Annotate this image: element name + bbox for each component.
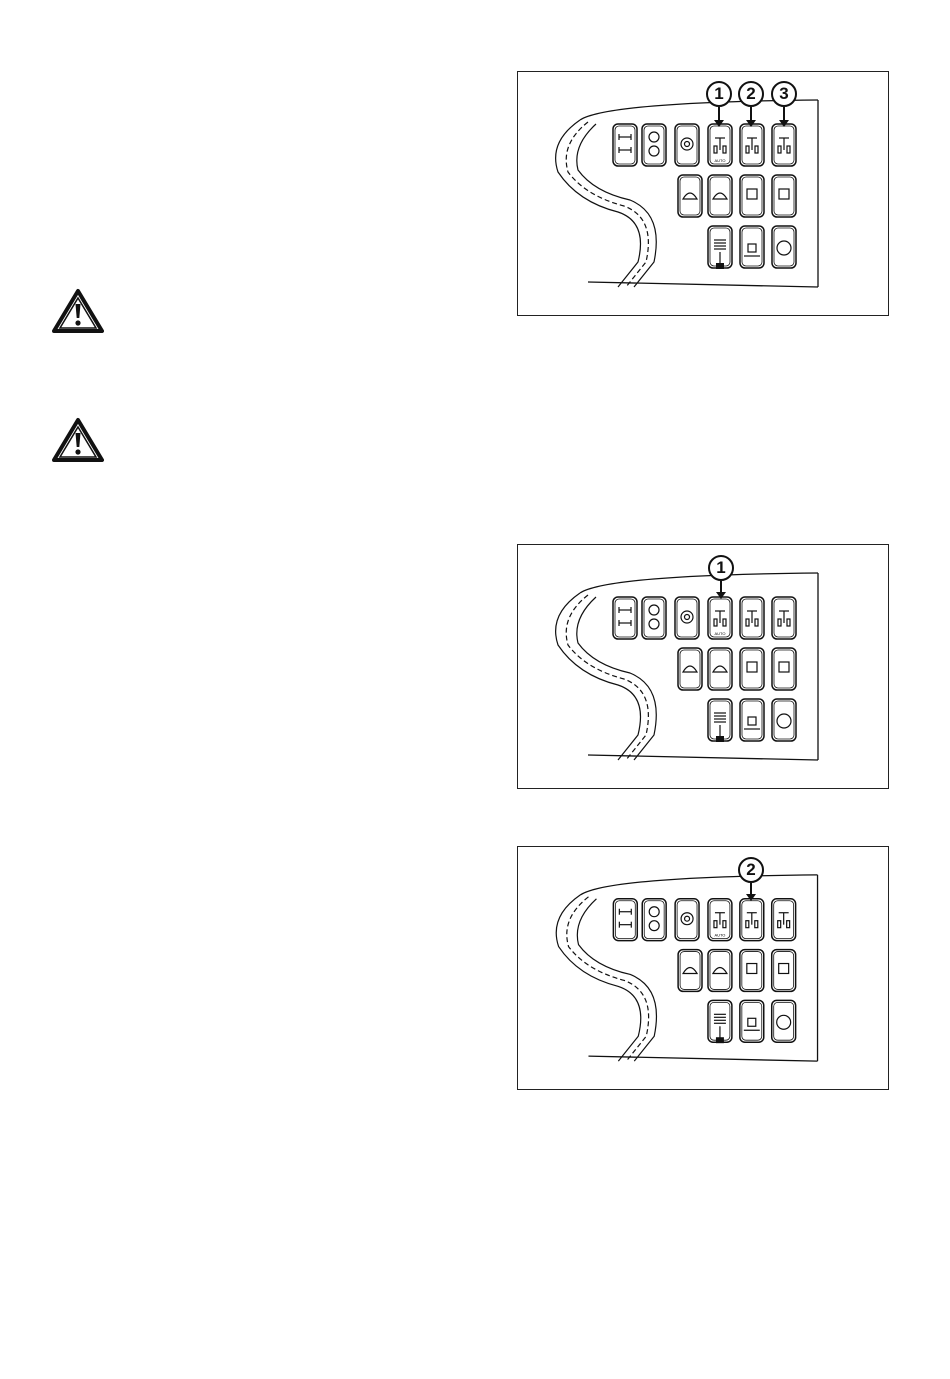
switch-panel-figure-1: AUTO 1 2 3: [517, 71, 889, 316]
svg-text:AUTO: AUTO: [714, 158, 725, 163]
callout-leader: [718, 107, 720, 121]
warning-triangle-icon: [52, 288, 104, 334]
callout-leader: [750, 883, 752, 895]
callout-2: 2: [738, 857, 764, 883]
warning-triangle-icon: [52, 417, 104, 463]
callout-3: 3: [771, 81, 797, 107]
switch-panel-figure-3: AUTO 2: [517, 846, 889, 1090]
callout-1: 1: [708, 555, 734, 581]
callout-2: 2: [738, 81, 764, 107]
callout-1: 1: [706, 81, 732, 107]
callout-leader: [750, 107, 752, 121]
switch-panel-illustration: AUTO: [518, 72, 889, 316]
svg-text:AUTO: AUTO: [714, 631, 725, 636]
svg-text:AUTO: AUTO: [714, 933, 725, 938]
switch-panel-illustration: AUTO: [518, 847, 889, 1090]
switch-panel-illustration: AUTO: [518, 545, 889, 789]
callout-leader: [720, 581, 722, 593]
switch-panel-figure-2: AUTO 1: [517, 544, 889, 789]
callout-leader: [783, 107, 785, 121]
